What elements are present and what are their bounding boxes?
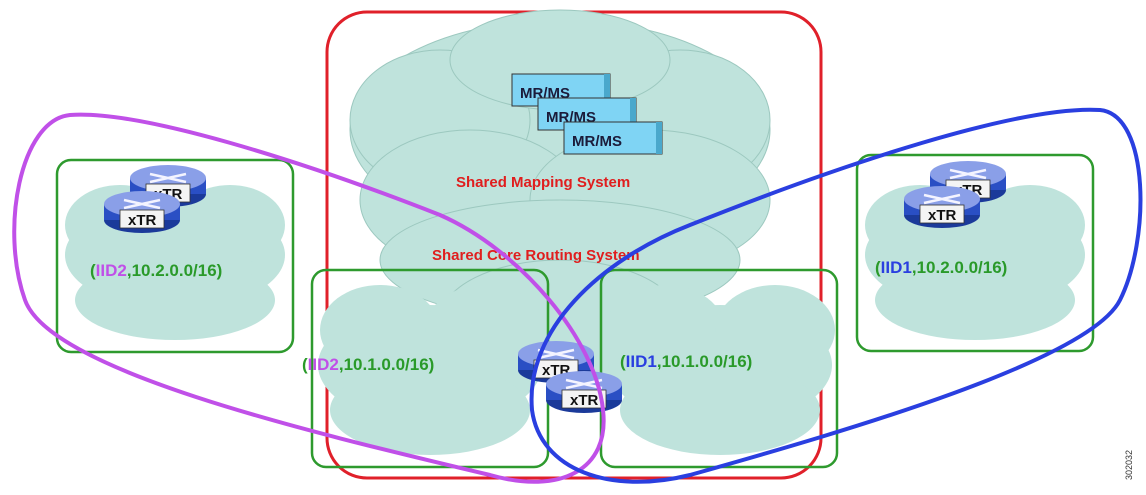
shared-mapping-title: Shared Mapping System [456, 174, 630, 191]
mr-ms-label-3: MR/MS [572, 133, 622, 150]
site-cloud-center-right [605, 285, 835, 455]
site-box-left-top [55, 158, 295, 354]
iid-label: IID2 [308, 355, 339, 374]
router-label: xTR [928, 207, 957, 224]
prefix-label: ,10.1.0.0/16) [339, 355, 434, 374]
router-label: xTR [570, 392, 599, 409]
prefix-label: ,10.1.0.0/16) [657, 352, 752, 371]
iid-label: IID1 [881, 258, 912, 277]
site-cloud-center-left [318, 285, 545, 455]
iid-label: IID1 [626, 352, 657, 371]
shared-core-title: Shared Core Routing System [432, 247, 640, 264]
router-icon: xTR [902, 184, 982, 230]
prefix-label: ,10.2.0.0/16) [127, 261, 222, 280]
figure-id: 302032 [1124, 449, 1134, 481]
router-label: xTR [128, 212, 157, 229]
iid-label: IID2 [96, 261, 127, 280]
prefix-label: ,10.2.0.0/16) [912, 258, 1007, 277]
site-box-right-top [855, 153, 1095, 353]
site-label-right-top: (IID1,10.2.0.0/16) [875, 258, 1007, 277]
site-label-center-right: (IID1,10.1.0.0/16) [620, 352, 752, 371]
mr-ms-server-3: MR/MS [563, 121, 663, 155]
site-label-left-top: (IID2,10.2.0.0/16) [90, 261, 222, 280]
router-icon: xTR [102, 189, 182, 235]
router-icon: xTR [544, 369, 624, 415]
site-label-center-left: (IID2,10.1.0.0/16) [302, 355, 434, 374]
vpn-loop-iid2 [12, 112, 606, 484]
vpn-loop-iid1 [529, 107, 1143, 484]
